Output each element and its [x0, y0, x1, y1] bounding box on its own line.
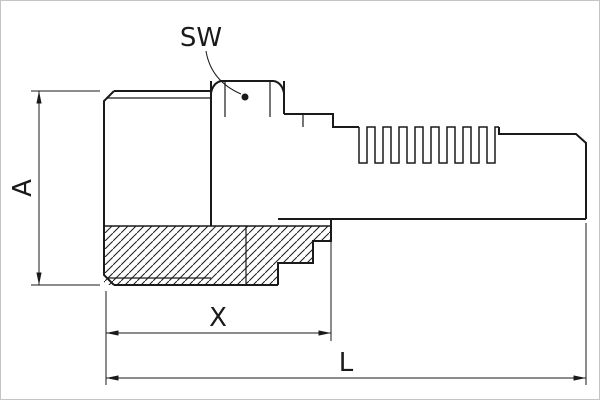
dimension-a: A [8, 90, 100, 286]
hatch-area-step2 [313, 226, 331, 241]
label-sw: SW [180, 23, 222, 53]
collar-top-profile [284, 113, 359, 128]
fitting-body [103, 80, 587, 286]
collar-section [284, 113, 359, 128]
tail-top-profile [498, 127, 587, 219]
dimension-l: L [106, 223, 587, 385]
sw-callout: SW [180, 23, 249, 101]
serration-profile [358, 126, 499, 164]
tail-section [278, 127, 587, 220]
sw-leader-line [205, 50, 242, 95]
label-l: L [339, 348, 354, 378]
label-a: A [8, 179, 38, 197]
dimension-x: X [105, 229, 332, 385]
hex-section [210, 80, 285, 226]
label-x: X [209, 303, 227, 333]
hatch-area-body [104, 226, 278, 285]
sw-leader-dot [241, 93, 249, 101]
hatch-area-step1 [278, 226, 313, 263]
hex-chamfer-right [273, 80, 285, 94]
serration-section [358, 126, 499, 164]
section-cut [104, 219, 332, 285]
hex-chamfer-left [210, 80, 222, 94]
